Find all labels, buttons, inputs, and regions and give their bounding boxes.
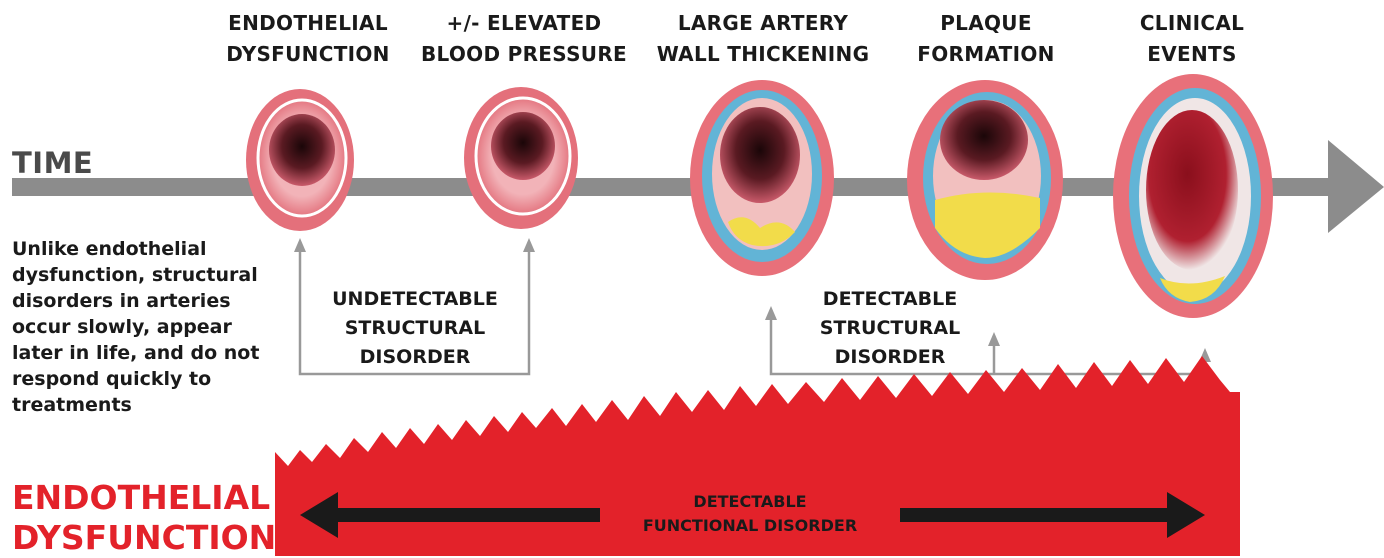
stage-label-endothelial-dysfunction: ENDOTHELIAL DYSFUNCTION	[188, 8, 428, 70]
endothelial-dysfunction-title: ENDOTHELIAL DYSFUNCTION	[12, 478, 276, 558]
undetectable-structural-disorder-label: UNDETECTABLE STRUCTURAL DISORDER	[305, 285, 525, 372]
timeline-label: TIME	[12, 146, 93, 180]
artery-cross-section-3	[690, 80, 834, 276]
stage-label-wall-thickening: LARGE ARTERY WALL THICKENING	[643, 8, 883, 70]
bracket-arrow-3	[765, 306, 777, 320]
stage-label-clinical-events: CLINICAL EVENTS	[1072, 8, 1312, 70]
functional-arrow-left-shaft	[330, 508, 600, 522]
artery-cross-section-5	[1113, 74, 1273, 318]
bracket-arrow-2	[523, 238, 535, 252]
side-note: Unlike endothelial dysfunction, structur…	[12, 236, 282, 418]
stage-label-plaque-formation: PLAQUE FORMATION	[866, 8, 1106, 70]
artery-cross-section-2	[464, 87, 578, 229]
bracket-arrow-1	[294, 238, 306, 252]
timeline-arrowhead	[1328, 140, 1384, 233]
detectable-structural-disorder-label: DETECTABLE STRUCTURAL DISORDER	[780, 285, 1000, 372]
artery-cross-section-4	[907, 80, 1063, 280]
detectable-functional-disorder-label: DETECTABLE FUNCTIONAL DISORDER	[600, 490, 900, 538]
artery-cross-section-1	[246, 89, 354, 231]
stage-label-elevated-blood-pressure: +/- ELEVATED BLOOD PRESSURE	[404, 8, 644, 70]
functional-arrow-right-shaft	[900, 508, 1170, 522]
